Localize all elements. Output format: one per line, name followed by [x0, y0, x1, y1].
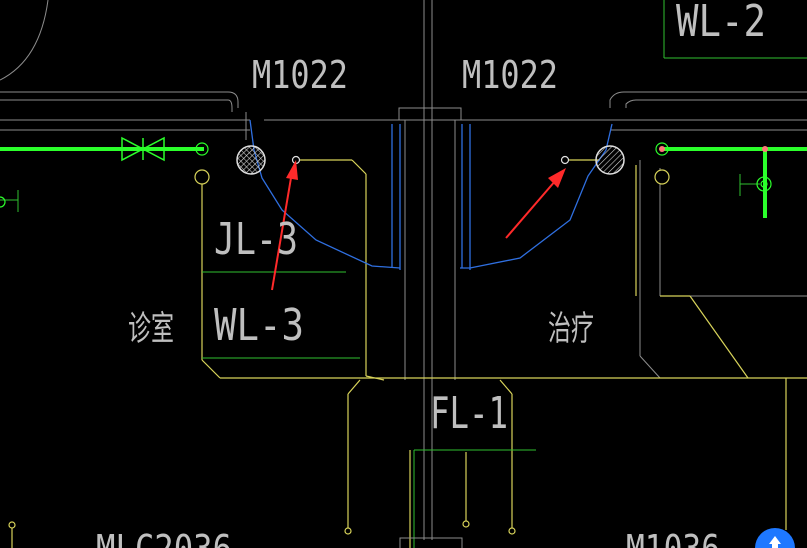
- bottom-box: [399, 537, 463, 548]
- valve-icon: [121, 136, 165, 162]
- yellow-lines: [11, 159, 807, 548]
- door-label-right: M1022: [462, 53, 558, 97]
- door-label-bottom-right: M1036: [626, 527, 720, 548]
- small-node-right: [560, 155, 570, 165]
- arc-top-left: [0, 0, 49, 81]
- door-label-left: M1022: [252, 53, 348, 97]
- pipe-label-fl1: FL-1: [430, 388, 508, 439]
- pipe-label-wl3: WL-3: [214, 300, 304, 351]
- green-pipes: [0, 147, 807, 218]
- pipe-label-jl3: JL-3: [214, 214, 298, 265]
- window-label-bottom-left: MLC2036: [96, 527, 232, 548]
- room-label-left: 诊室: [128, 309, 174, 349]
- red-arrow-right: [505, 168, 566, 239]
- room-label-right: 治疗: [548, 309, 594, 349]
- red-joint-far-right: [762, 146, 768, 152]
- pipe-label-wl2: WL-2: [676, 0, 766, 47]
- red-arrow-left: [271, 160, 298, 291]
- red-joint-right: [659, 146, 665, 152]
- yellow-endpoints: [8, 169, 670, 535]
- pipe-circle-left: [236, 145, 266, 175]
- plus-badge-icon[interactable]: [755, 528, 795, 548]
- green-small-circles: [0, 142, 772, 208]
- pipe-circle-right: [595, 145, 625, 175]
